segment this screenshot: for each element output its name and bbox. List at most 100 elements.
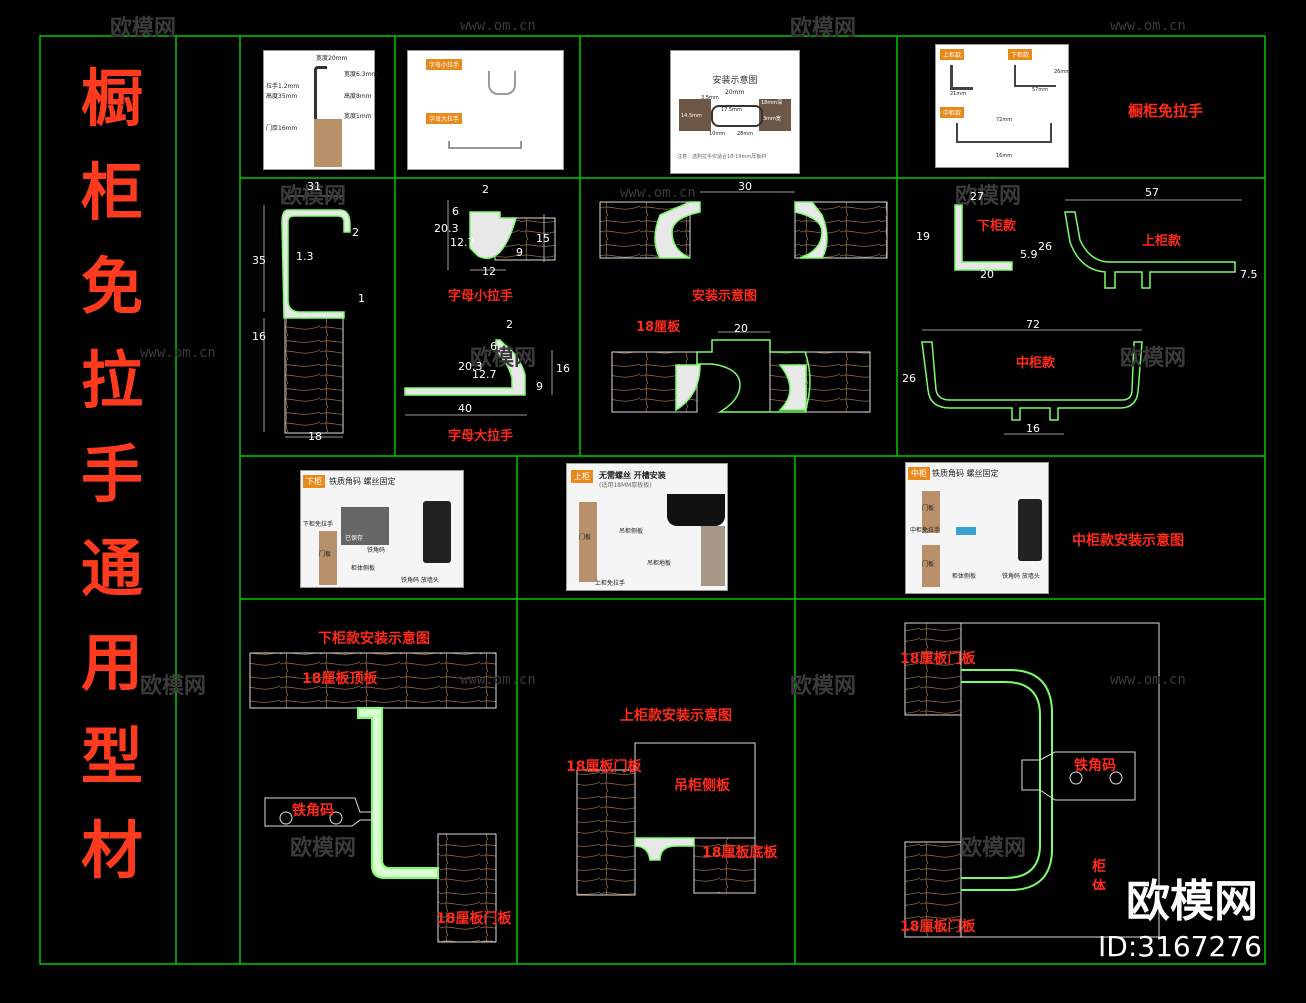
label-cabinet-handle: 橱柜免拉手 xyxy=(1128,102,1204,120)
photo-middle-install: 中柜 铁质角码 螺丝固定 中柜免拉手 门板 门板 柜体侧板 铁角码 放墙头 xyxy=(905,462,1049,594)
watermark-url: www.om.cn xyxy=(1110,672,1186,688)
dim: 26 xyxy=(1038,240,1052,253)
dim: 6 xyxy=(490,340,497,353)
dim: 12.7 xyxy=(450,236,475,249)
dim: 27 xyxy=(970,190,984,203)
dim: 72 xyxy=(1026,318,1040,331)
dim: 7.5 xyxy=(1240,268,1258,281)
title-char: 型 xyxy=(80,720,143,793)
middle-install-diagram xyxy=(904,622,1160,938)
lower-install-diagram xyxy=(249,652,497,943)
watermark-url: www.om.cn xyxy=(460,18,536,34)
label-top-board: 18厘板顶板 xyxy=(302,671,378,687)
title-char: 材 xyxy=(80,814,143,887)
dim: 16 xyxy=(556,362,570,375)
dim: 16 xyxy=(252,330,266,343)
photo-cabinet-types: 上柜款 下柜款 中柜款 57mm 21mm 26mm 72mm 16mm xyxy=(935,44,1070,168)
dim: 35 xyxy=(252,254,266,267)
label-big-handle: 字母大拉手 xyxy=(448,429,514,444)
title-char: 柜 xyxy=(80,156,143,229)
label-upper-type: 上柜款 xyxy=(1142,234,1182,249)
brand-id: ID:3167276 xyxy=(1098,930,1262,963)
dim: 12.7 xyxy=(472,368,497,381)
watermark: 欧模网 xyxy=(790,674,857,699)
title-char: 通 xyxy=(80,532,143,605)
title-char: 免 xyxy=(80,250,143,323)
upper-install-diagram xyxy=(576,742,756,896)
dim: 26 xyxy=(902,372,916,385)
label-cabinet-side: 柜体侧板 xyxy=(1092,859,1106,890)
dim: 18 xyxy=(308,430,322,443)
label-door-board: 18厘板门板 xyxy=(900,919,976,935)
watermark: 欧模网 xyxy=(1120,346,1187,371)
dim: 20 xyxy=(980,268,994,281)
dim: 40 xyxy=(458,402,472,415)
watermark-url: www.om.cn xyxy=(1110,18,1186,34)
label-iron-corner: 铁角码 xyxy=(292,803,334,819)
label-lower-type: 下柜款 xyxy=(977,219,1017,234)
photo-upper-install: 上柜 无需螺丝 开槽安装 (适用18MM厚板板) 吊柜侧板 门板 吊柜地板 上柜… xyxy=(566,463,728,591)
profile-1-tall-handle xyxy=(263,195,351,438)
install-diagram-top xyxy=(599,191,888,259)
title-char: 拉 xyxy=(80,344,143,417)
sheet-frame xyxy=(39,35,1266,965)
label-door-board: 18厘板门板 xyxy=(566,759,642,775)
profile-3-big-handle xyxy=(404,339,553,416)
label-install-diagram: 安装示意图 xyxy=(692,289,758,304)
label-lower-install: 下柜款安装示意图 xyxy=(318,631,430,647)
dim: 9 xyxy=(536,380,543,393)
title-char: 用 xyxy=(80,626,143,699)
profile-lower-upper xyxy=(954,199,1242,289)
brand-logo: 欧模网 xyxy=(1126,876,1258,927)
watermark-url: www.om.cn xyxy=(460,672,536,688)
label-middle-install: 中柜款安装示意图 xyxy=(1072,533,1184,549)
watermark: 欧模网 xyxy=(960,836,1027,861)
dim: 20.3 xyxy=(458,360,483,373)
sheet-title: 橱 柜 免 拉 手 通 用 型 材 xyxy=(62,60,162,960)
dim: 1 xyxy=(358,292,365,305)
photo-lower-install: 下柜 铁质角码 螺丝固定 下柜免拉手 已保存 铁角码 门板 柜体侧板 铁角码 放… xyxy=(300,470,464,588)
watermark: 欧模网 xyxy=(140,674,207,699)
dim: 16 xyxy=(1026,422,1040,435)
dim: 2 xyxy=(352,226,359,239)
dim: 19 xyxy=(916,230,930,243)
dim: 20 xyxy=(734,322,748,335)
title-char: 橱 xyxy=(80,62,143,135)
dim: 6 xyxy=(452,205,459,218)
watermark: 欧模网 xyxy=(280,184,347,209)
profile-2-small-handle xyxy=(447,200,556,271)
label-hanging-side: 吊柜侧板 xyxy=(674,778,730,794)
label-door-board: 18厘板门板 xyxy=(900,651,976,667)
label-upper-install: 上柜款安装示意图 xyxy=(620,708,732,724)
dim: 1.3 xyxy=(296,250,314,263)
install-diagram-bottom xyxy=(611,331,871,413)
watermark: 欧模网 xyxy=(790,16,857,41)
photo-letter-handles: 字母小拉手 字母大拉手 xyxy=(407,50,564,170)
watermark: 欧模网 xyxy=(470,346,537,371)
label-middle-type: 中柜款 xyxy=(1016,356,1056,371)
watermark: 欧模网 xyxy=(110,16,177,41)
watermark: 欧模网 xyxy=(955,184,1022,209)
label-18-board: 18厘板 xyxy=(636,320,681,335)
dim: 31 xyxy=(307,180,321,193)
photo-profile-dims: 宽度20mm 拉手1.2mm 高度35mm 门厚16mm 宽度6.3mm 高度8… xyxy=(263,50,377,170)
watermark-url: www.om.cn xyxy=(140,345,216,361)
dim: 57 xyxy=(1145,186,1159,199)
photo-install-diagram: 安装示意图 20mm 3.5mm 18mm深 14.5mm 17.5mm 10m… xyxy=(670,50,800,174)
label-iron-corner: 铁角码 xyxy=(1074,758,1116,774)
dim: 12 xyxy=(482,265,496,278)
dim: 30 xyxy=(738,180,752,193)
label-door-board: 18厘板门板 xyxy=(436,911,512,927)
label-small-handle: 字母小拉手 xyxy=(448,289,514,304)
dim: 15 xyxy=(536,232,550,245)
dim: 2 xyxy=(482,183,489,196)
dim: 20.3 xyxy=(434,222,459,235)
watermark-url: www.om.cn xyxy=(620,185,696,201)
title-char: 手 xyxy=(80,438,143,511)
label-bottom-board: 18厘板底板 xyxy=(702,845,778,861)
profile-middle xyxy=(921,329,1143,435)
dim: 5.9 xyxy=(1020,248,1038,261)
dim: 9 xyxy=(516,246,523,259)
